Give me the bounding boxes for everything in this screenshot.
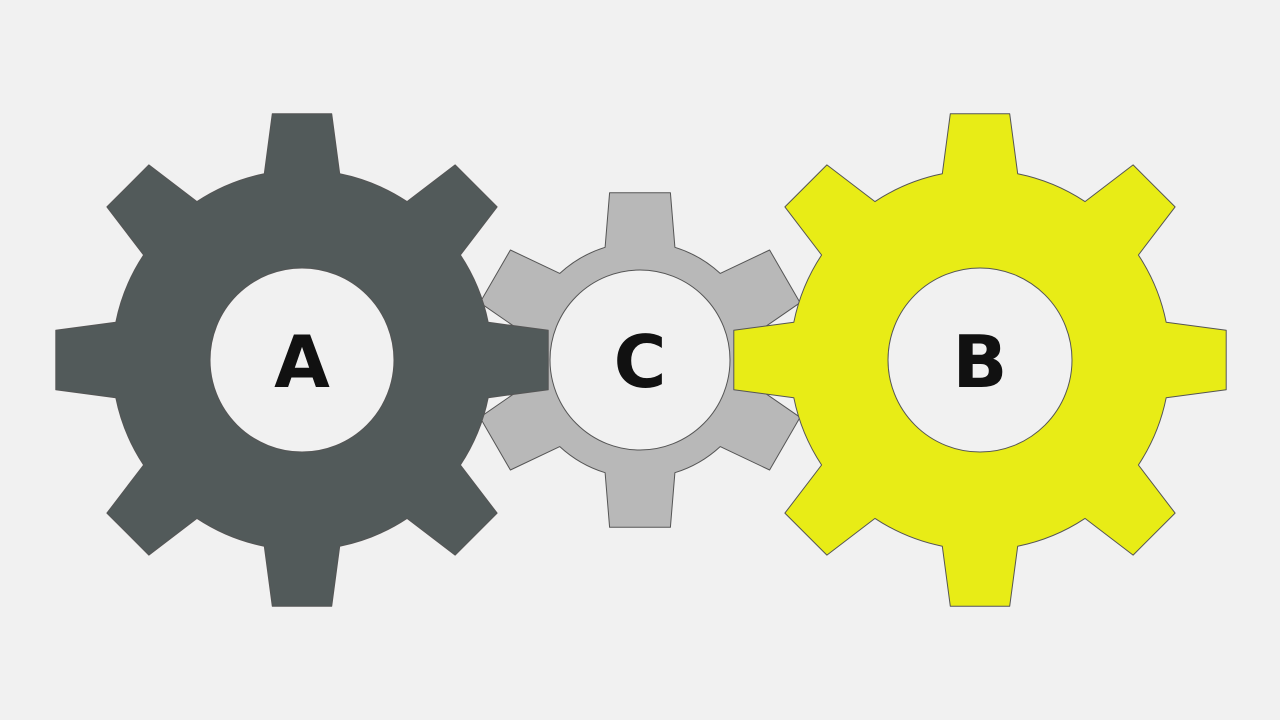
gear-c: C [479, 192, 801, 528]
gear-a-label: A [274, 320, 330, 404]
gear-c-hub [549, 269, 731, 451]
gear-a-hub [209, 267, 395, 453]
gear-b-label: B [953, 320, 1008, 404]
gear-b-hub [887, 267, 1073, 453]
gear-c-label: C [614, 320, 667, 404]
gear-a: A [55, 113, 549, 607]
gear-b: B [733, 113, 1227, 607]
